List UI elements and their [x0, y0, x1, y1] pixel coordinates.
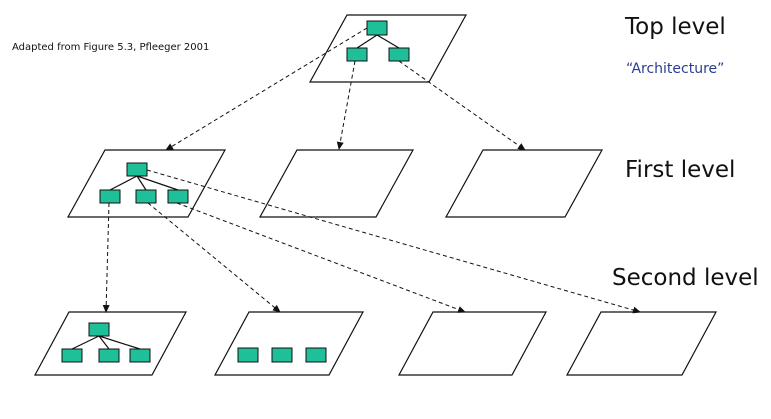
component-box — [88, 322, 110, 337]
component-box — [98, 348, 120, 363]
edge-second-b — [98, 335, 110, 350]
component-box — [135, 189, 157, 204]
edge-top-right — [376, 34, 400, 49]
component-box — [346, 47, 368, 62]
component-box — [366, 20, 388, 36]
plane-second-2 — [213, 311, 365, 376]
arrow-top-to-first-3 — [398, 60, 526, 151]
arrow-first-to-second-3 — [176, 202, 466, 313]
edge-first-a — [109, 175, 138, 191]
component-box — [99, 189, 121, 204]
edge-top-left — [356, 34, 378, 49]
component-box — [129, 348, 151, 363]
second-level-label: Second level — [612, 265, 759, 291]
source-caption: Adapted from Figure 5.3, Pfleeger 2001 — [12, 42, 210, 53]
plane-second-3 — [397, 311, 548, 376]
plane-first-2 — [258, 149, 415, 218]
component-box — [237, 347, 259, 363]
plane-top — [308, 14, 468, 83]
component-box — [126, 162, 148, 177]
component-box — [167, 189, 189, 204]
arrow-first-to-second-2 — [147, 202, 281, 313]
plane-first-1 — [66, 149, 227, 218]
top-level-label: Top level — [625, 14, 726, 40]
edge-second-c — [98, 335, 141, 350]
tree-edges — [71, 34, 400, 350]
arrow-first-to-second-1 — [102, 202, 110, 313]
plane-second-4 — [565, 311, 718, 376]
arrow-first-to-second-4 — [146, 169, 641, 314]
plane-second-1 — [33, 311, 188, 376]
component-box — [305, 347, 327, 363]
component-box — [388, 47, 410, 62]
components — [61, 20, 410, 363]
plane-first-3 — [444, 149, 604, 218]
component-box — [61, 348, 83, 363]
edge-second-a — [71, 335, 100, 350]
planes — [33, 14, 718, 376]
edge-first-b — [136, 175, 147, 191]
refinement-arrows — [102, 27, 641, 314]
first-level-label: First level — [625, 157, 736, 183]
edge-first-c — [136, 175, 179, 191]
architecture-label: “Architecture” — [626, 61, 725, 77]
component-box — [271, 347, 293, 363]
arrow-top-to-first-2 — [336, 60, 356, 150]
